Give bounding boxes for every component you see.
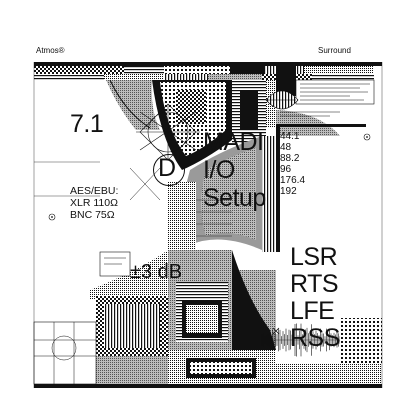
speaker-rts: RTS <box>290 270 339 298</box>
madi-line-2: I/O <box>203 156 235 184</box>
sample-rate-1: 44.1 <box>280 131 300 142</box>
surround-label: Surround <box>318 46 351 55</box>
gain-label: ±3 dB <box>130 261 183 283</box>
speaker-rss: RSS <box>290 324 340 352</box>
sample-rate-5: 176.4 <box>280 175 306 186</box>
madi-line-3: Setup <box>203 184 266 212</box>
aes-label: AES/EBU: <box>70 185 119 197</box>
badge-circle <box>153 154 185 186</box>
badge-letter: D <box>158 154 176 182</box>
atmos-label: Atmos® <box>36 46 65 55</box>
format-label: 7.1 <box>70 110 104 138</box>
speaker-lfe: LFE <box>290 297 335 325</box>
sample-rate-3: 88.2 <box>280 153 300 164</box>
bnc-label: BNC 75Ω <box>70 209 115 221</box>
sample-rate-6: 192 <box>280 186 297 197</box>
sample-rate-2: 48 <box>280 142 292 153</box>
madi-line-1: MADI <box>203 128 264 156</box>
sample-rate-4: 96 <box>280 164 292 175</box>
speaker-lsr: LSR <box>290 243 338 271</box>
xlr-label: XLR 110Ω <box>70 197 118 209</box>
